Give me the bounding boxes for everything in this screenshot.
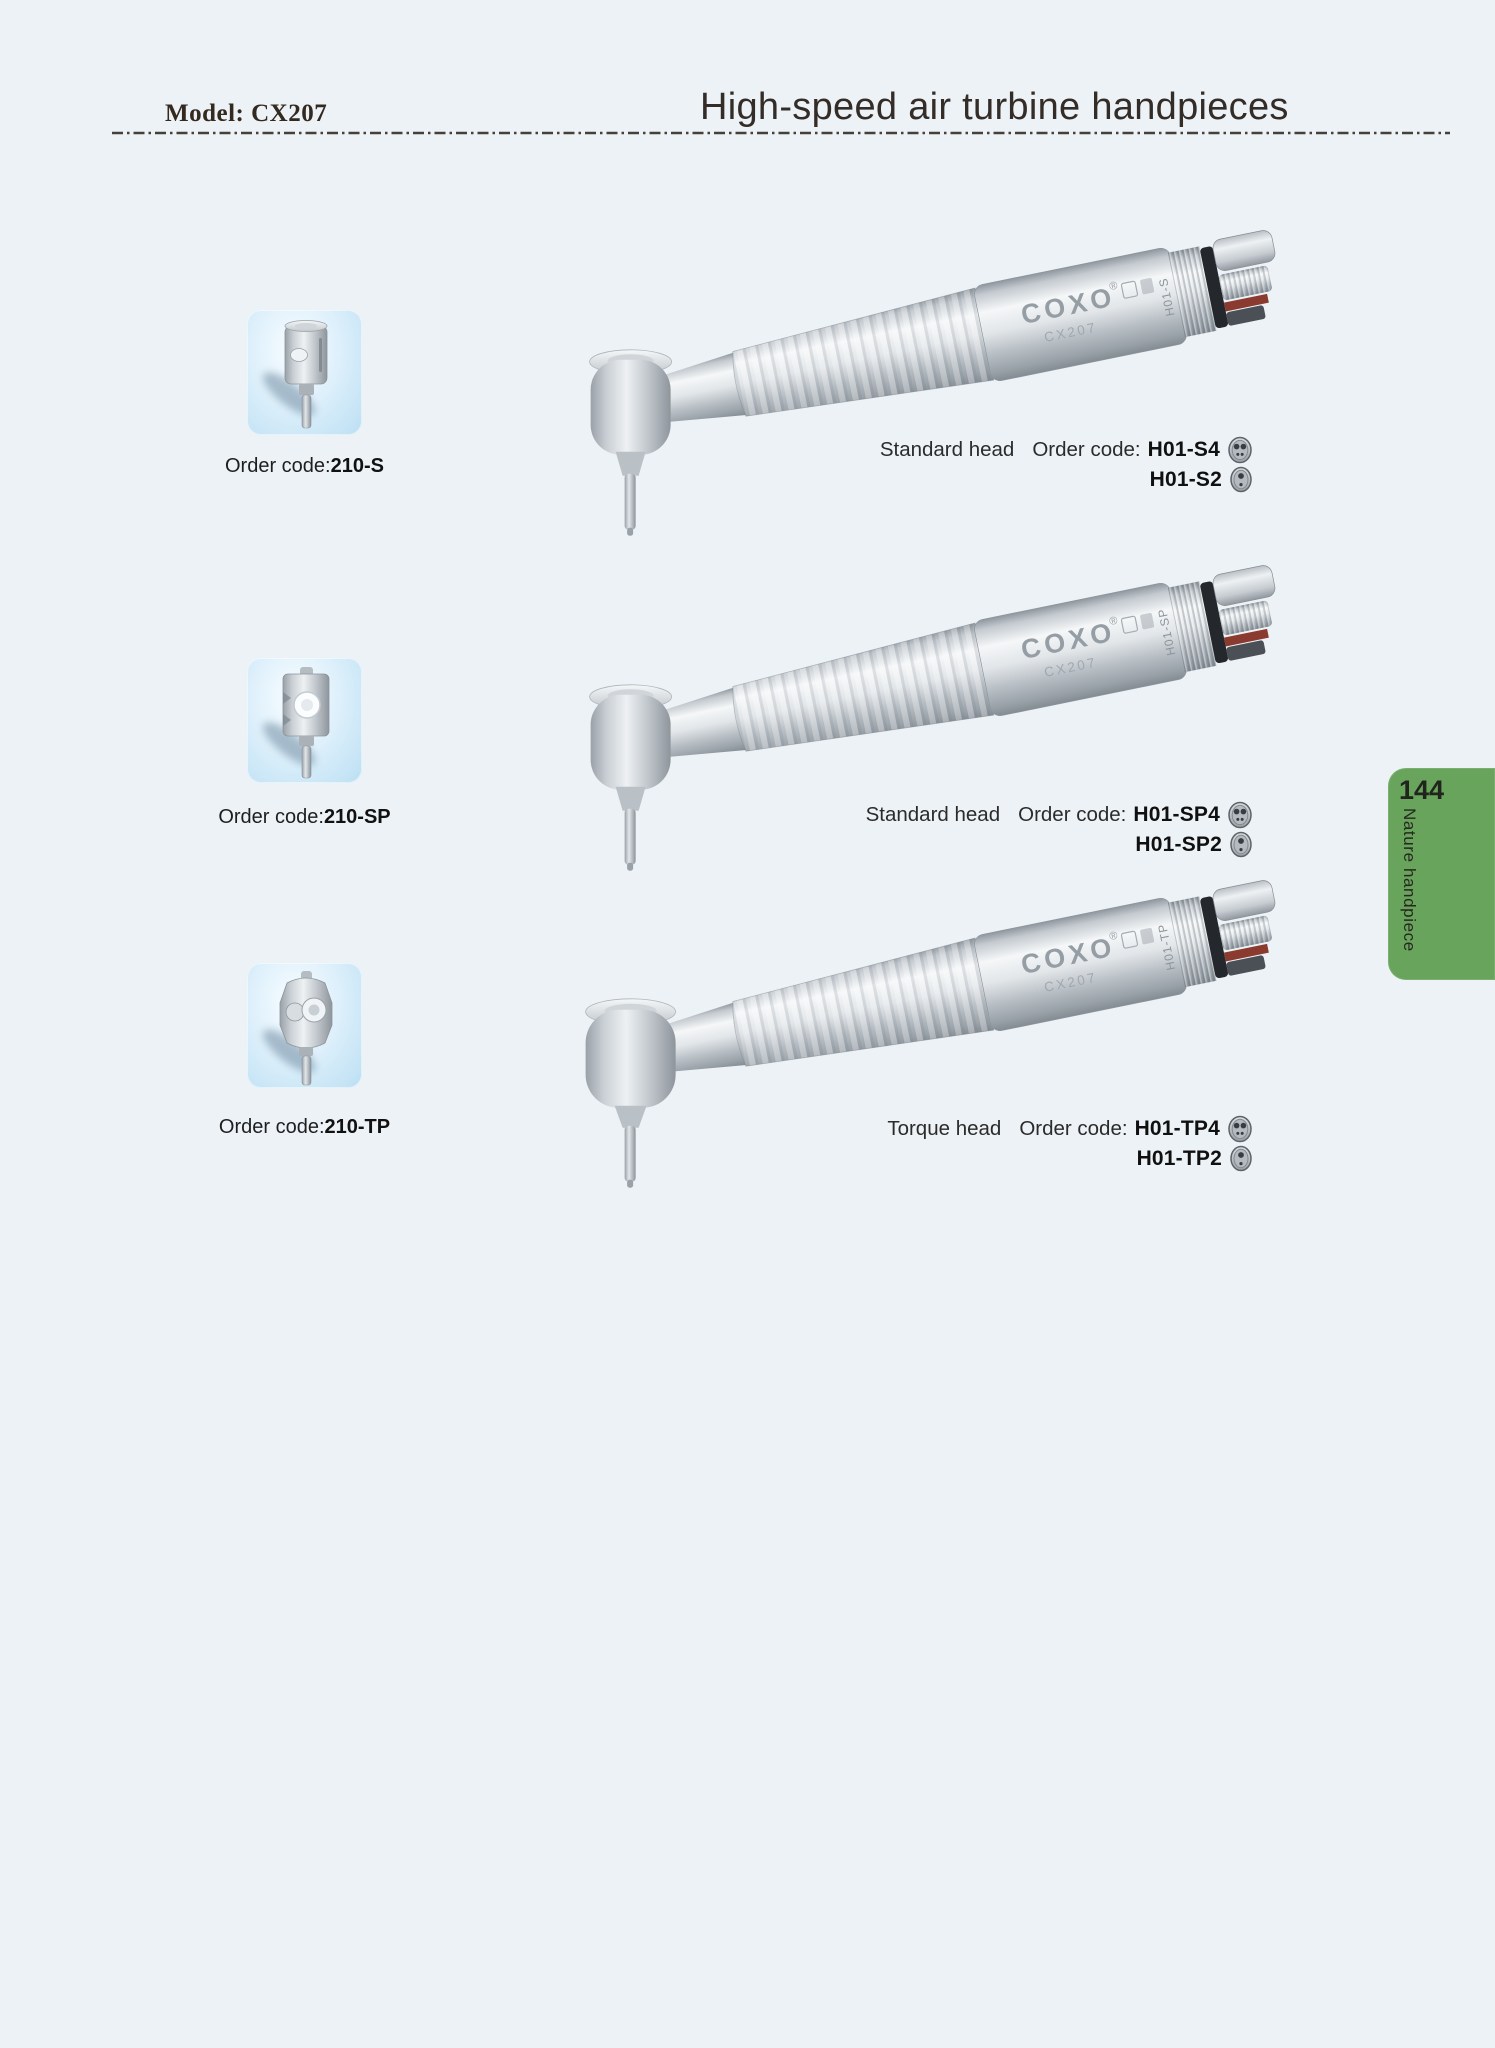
order-code-2hole: H01-S2 [1149, 467, 1222, 491]
four-hole-coupling-icon [1228, 1115, 1252, 1143]
order-code-label: Order code: [1019, 1117, 1128, 1140]
barrel-reg-mark: ® [1108, 930, 1118, 943]
handpiece-head [585, 998, 677, 1188]
barrel-reg-mark: ® [1108, 280, 1118, 293]
handpiece-image-standard-2: COXO ® CX207 H01-SP [589, 565, 1276, 871]
order-code-label: Order code: [1018, 803, 1127, 826]
hp-caption-3: Torque head Order code: H01-TP4 H01-TP2 [887, 1115, 1253, 1172]
order-code-4hole: H01-SP4 [1133, 803, 1220, 826]
handpiece-image-torque: COXO ® CX207 H01-TP [585, 880, 1276, 1188]
chapter-side-tab: 144 Nature handpiece [1388, 768, 1495, 980]
handpiece-head [589, 684, 673, 871]
thumb-caption-2: Order code:210-SP [167, 806, 442, 829]
page-title: High-speed air turbine handpieces [700, 86, 1289, 128]
model-label: Model: CX207 [165, 100, 328, 127]
order-code-label: Order code: [225, 455, 331, 477]
two-hole-coupling-icon [1230, 1145, 1252, 1172]
order-code-2hole: H01-TP2 [1136, 1146, 1222, 1170]
cartridge-image [262, 971, 333, 1086]
order-code-4hole: H01-S4 [1147, 438, 1220, 461]
thumb-caption-1: Order code:210-S [167, 455, 442, 478]
head-type-label: Standard head [865, 803, 1001, 826]
two-hole-coupling-icon [1230, 831, 1252, 858]
chapter-label: Nature handpiece [1400, 808, 1419, 952]
order-code-label: Order code: [218, 1116, 325, 1138]
hp-caption-1: Standard head Order code: H01-S4 H01-S2 [880, 436, 1253, 493]
order-code-4hole: H01-TP4 [1134, 1117, 1220, 1140]
thumbnail-cartridge-210-SP [247, 658, 362, 783]
barrel-reg-mark: ® [1108, 615, 1118, 628]
cartridge-image [262, 667, 330, 779]
thumb-caption-3: Order code:210-TP [167, 1116, 442, 1139]
order-code-2hole: H01-SP2 [1135, 832, 1222, 856]
two-hole-coupling-icon [1230, 466, 1252, 493]
four-hole-coupling-icon [1228, 436, 1252, 464]
header-divider [112, 131, 1450, 135]
handpiece-head [589, 349, 673, 536]
thumbnail-cartridge-210-TP [247, 963, 362, 1088]
thumbnail-cartridge-210-S [247, 310, 362, 435]
order-code-value: 210-SP [323, 806, 391, 828]
page-number: 144 [1399, 775, 1445, 805]
handpiece-image-standard-1: COXO ® CX207 H01-S [589, 230, 1276, 536]
hp-caption-2: Standard head Order code: H01-SP4 H01-SP… [866, 801, 1253, 858]
order-code-label: Order code: [1032, 438, 1141, 461]
order-code-value: 210-TP [324, 1116, 391, 1138]
order-code-value: 210-S [330, 455, 384, 477]
order-code-label: Order code: [218, 806, 324, 828]
head-type-label: Torque head [887, 1117, 1002, 1140]
cartridge-image [262, 320, 328, 429]
four-hole-coupling-icon [1228, 801, 1252, 829]
head-type-label: Standard head [879, 438, 1015, 461]
